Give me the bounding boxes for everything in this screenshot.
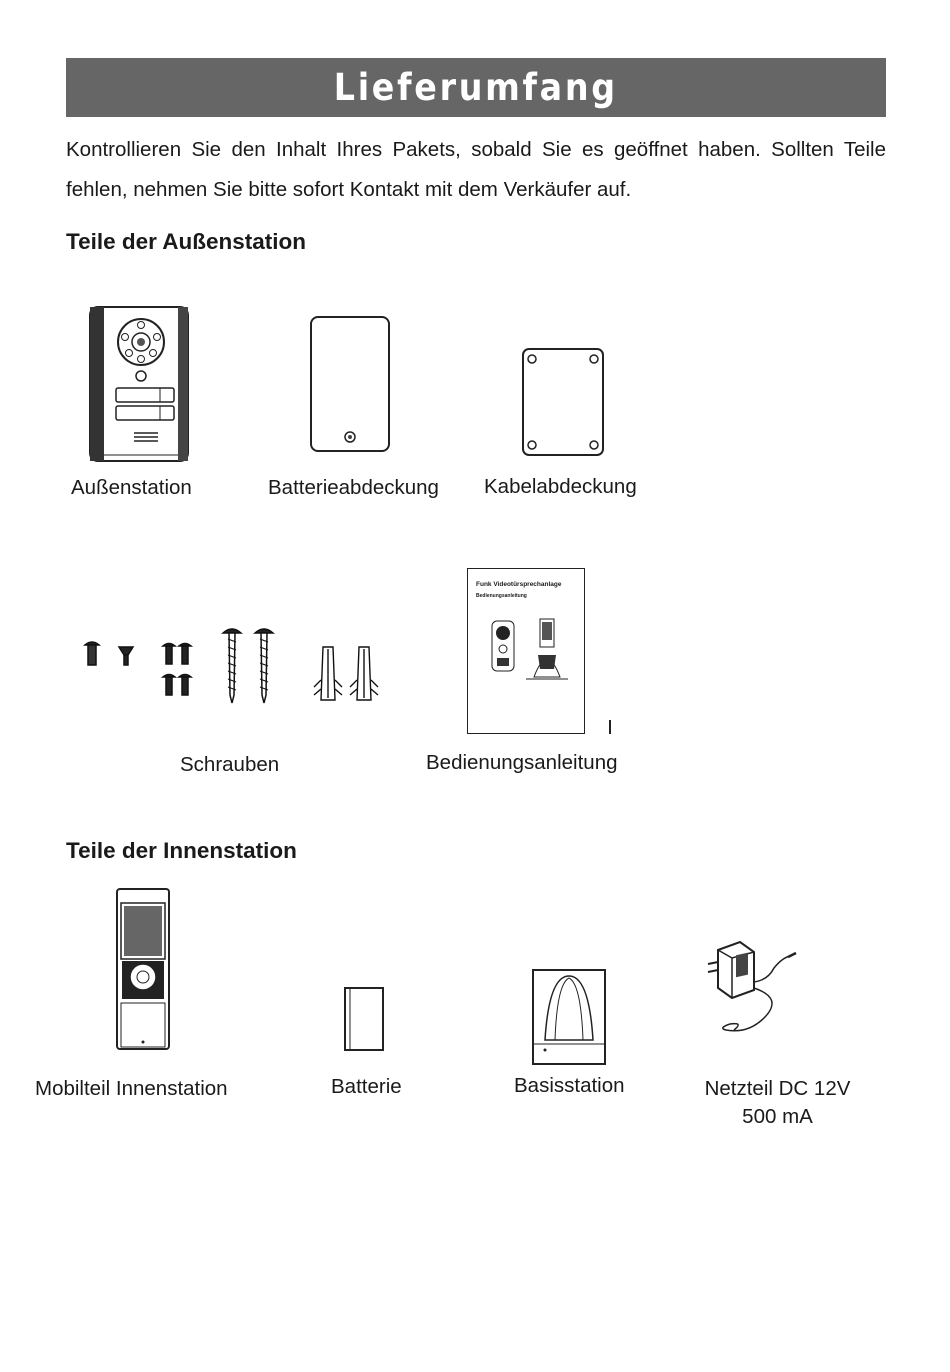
item-label: Kabelabdeckung: [484, 475, 637, 498]
base-station-icon: [532, 969, 606, 1065]
handset-icon: [116, 888, 170, 1050]
manual-cover-illustration: [491, 618, 568, 680]
cable-cover-icon: [522, 348, 604, 456]
intro-text: Kontrollieren Sie den Inhalt Ihres Paket…: [66, 138, 886, 201]
item-label: Außenstation: [71, 476, 192, 499]
power-adapter-icon: [707, 940, 797, 1032]
item-label: Batterieabdeckung: [268, 476, 439, 499]
screws-icon: [82, 628, 379, 704]
title-banner: Lieferumfang: [66, 58, 886, 117]
item-label: Batterie: [331, 1075, 402, 1098]
item-label: Netzteil DC 12V: [704, 1077, 851, 1100]
section-heading-indoor: Teile der Innenstation: [66, 838, 297, 863]
manual-subtitle: Bedienungsanleitung: [476, 593, 527, 599]
item-label: Mobilteil Innenstation: [35, 1077, 228, 1100]
page-title: Lieferumfang: [333, 66, 619, 109]
item-label-secondary: 500 mA: [742, 1105, 813, 1128]
battery-icon: [344, 987, 384, 1051]
manual-title: Funk Videotürsprechanlage: [476, 581, 562, 588]
manual-icon: Funk Videotürsprechanlage Bedienungsanle…: [467, 568, 585, 734]
item-label-multiline: Netzteil DC 12V 500 mA: [700, 1075, 855, 1131]
item-label: Basisstation: [514, 1074, 625, 1097]
door-station-icon: [89, 306, 189, 462]
item-label: Bedienungsanleitung: [426, 751, 618, 774]
battery-cover-icon: [310, 316, 390, 452]
marker-line: [609, 720, 611, 734]
section-heading-outdoor: Teile der Außenstation: [66, 229, 307, 254]
item-label: Schrauben: [180, 753, 280, 776]
